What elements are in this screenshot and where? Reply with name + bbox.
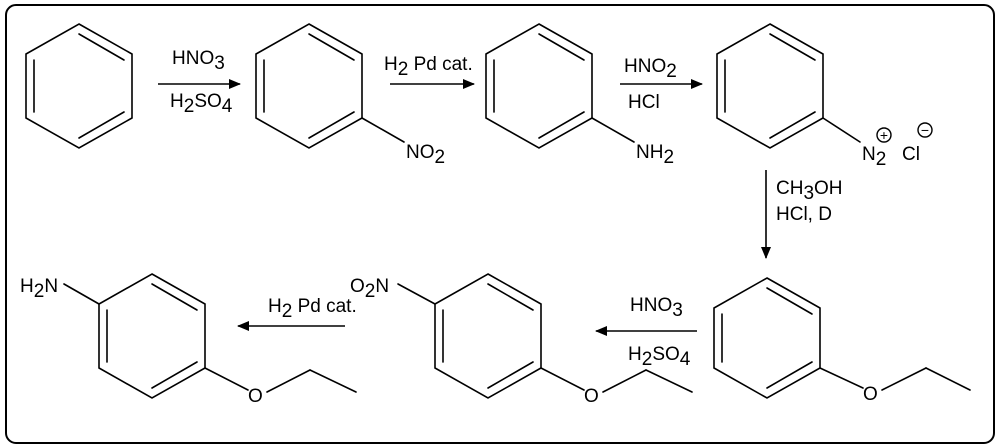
reagent-hcl: HCl	[628, 92, 660, 113]
ether-oxygen-label-3: O	[248, 386, 263, 407]
molecule-nitrobenzene: NO2	[255, 23, 445, 168]
molecule-diazonium-salt: N2 + Cl −	[716, 23, 933, 170]
reagent-ch3oh: CH3OH	[776, 178, 843, 204]
reagent-h2-pd: H2 Pd cat.	[384, 54, 473, 80]
reagent-h2-pd-2: H2 Pd cat.	[268, 296, 357, 322]
reaction-step-2: H2 Pd cat.	[384, 54, 475, 89]
molecule-benzene	[25, 23, 133, 149]
reaction-step-5: HNO3 H2SO4	[595, 295, 697, 370]
positive-charge-sign: +	[880, 127, 888, 143]
positive-charge-icon	[876, 127, 892, 143]
reagent-hno3-2: HNO3	[630, 295, 683, 321]
molecule-4-nitrophenetole: O2N O	[350, 273, 693, 407]
reaction-step-4: CH3OH HCl, D	[761, 170, 843, 259]
ether-oxygen-label-1: O	[863, 384, 878, 405]
reagent-hno2: HNO2	[624, 56, 677, 82]
reagent-hno3: HNO3	[172, 48, 225, 74]
nitro-group-label: NO2	[406, 142, 445, 168]
reaction-step-3: HNO2 HCl	[620, 56, 703, 113]
reaction-step-6: H2 Pd cat.	[237, 296, 357, 331]
negative-charge-sign: −	[921, 122, 929, 138]
amine-group-label: NH2	[636, 142, 674, 168]
molecule-ethoxybenzene: O	[713, 277, 971, 405]
negative-charge-icon	[917, 122, 933, 138]
scheme-frame	[5, 4, 995, 444]
reagent-h2so4-2: H2SO4	[628, 344, 691, 370]
chloride-counterion-label: Cl	[902, 144, 920, 165]
molecule-4-ethoxyaniline: H2N O	[20, 273, 357, 407]
reagent-hcl-heat: HCl, D	[776, 204, 832, 225]
ether-oxygen-label-2: O	[584, 386, 599, 407]
amine-group-label-2: H2N	[20, 276, 58, 302]
reaction-step-1: HNO3 H2SO4	[158, 48, 241, 117]
molecule-aniline: NH2	[485, 23, 674, 168]
diazonium-group-label: N2	[862, 144, 886, 170]
reagent-h2so4: H2SO4	[170, 91, 233, 117]
nitro-group-label-2: O2N	[350, 276, 389, 302]
